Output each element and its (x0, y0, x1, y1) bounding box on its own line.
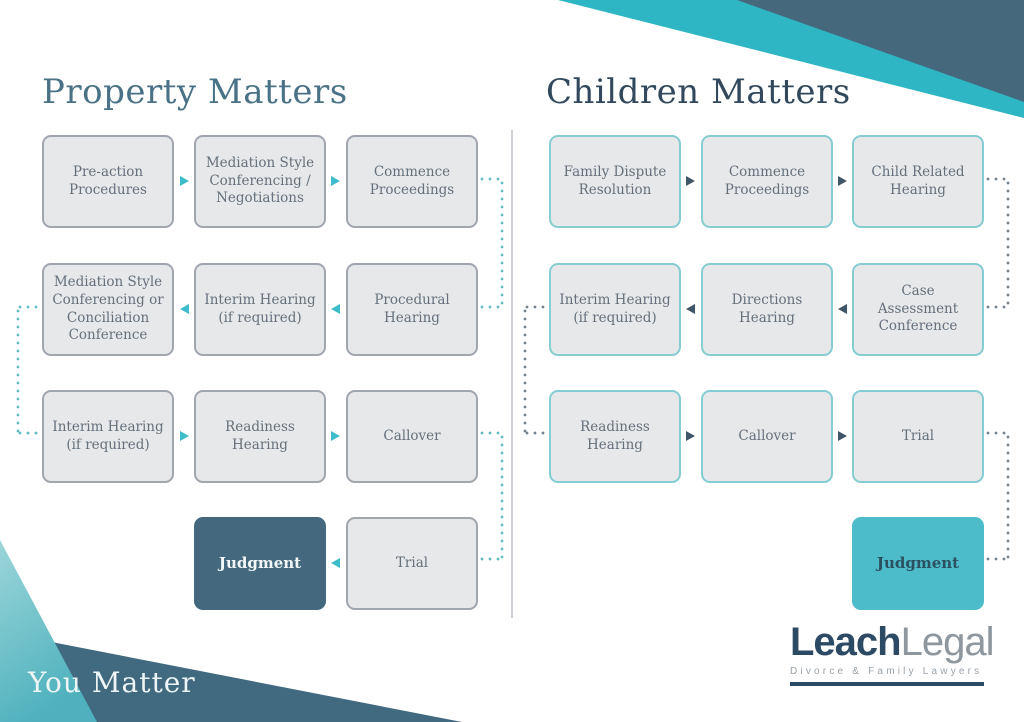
arrow-left-icon (686, 304, 695, 314)
logo-subtitle: Divorce & Family Lawyers (790, 666, 983, 677)
flow-box-directions-hearing: Directions Hearing (701, 263, 833, 356)
flow-box-trial-children: Trial (852, 390, 984, 483)
dotted-connector (16, 307, 20, 433)
arrow-right-icon (838, 431, 847, 441)
flow-box-judgment-property: Judgment (194, 517, 326, 610)
arrow-left-icon (180, 304, 189, 314)
arrow-right-icon (686, 176, 695, 186)
dotted-connector (478, 557, 504, 561)
dotted-connector (984, 431, 1010, 435)
logo-wordmark: LeachLegal (790, 620, 994, 664)
top-right-slate-triangle (737, 0, 1024, 102)
flow-box-pre-action-procedures: Pre-action Procedures (42, 135, 174, 228)
dotted-connector (1006, 433, 1010, 559)
flow-box-mediation-negotiations: Mediation Style Conferencing / Negotiati… (194, 135, 326, 228)
dotted-connector (1006, 179, 1010, 307)
arrow-right-icon (686, 431, 695, 441)
flow-box-commence-proceedings-property: Commence Proceedings (346, 135, 478, 228)
flow-box-commence-proceedings-children: Commence Proceedings (701, 135, 833, 228)
logo-underline (790, 682, 984, 686)
flow-box-child-related-hearing: Child Related Hearing (852, 135, 984, 228)
flow-box-callover-children: Callover (701, 390, 833, 483)
arrow-left-icon (331, 304, 340, 314)
dotted-connector (16, 431, 42, 435)
flow-box-family-dispute-resolution: Family Dispute Resolution (549, 135, 681, 228)
flow-box-mediation-conciliation-conference: Mediation Style Conferencing or Concilia… (42, 263, 174, 356)
dotted-connector (16, 305, 42, 309)
bottom-left-teal-triangle (0, 540, 97, 722)
flow-box-readiness-hearing-children: Readiness Hearing (549, 390, 681, 483)
arrow-right-icon (838, 176, 847, 186)
dotted-connector (984, 305, 1010, 309)
flow-box-interim-hearing-property-2: Interim Hearing (if required) (42, 390, 174, 483)
dotted-connector (478, 305, 504, 309)
dotted-connector (478, 177, 504, 181)
flow-box-trial-property: Trial (346, 517, 478, 610)
arrow-right-icon (331, 431, 340, 441)
arrow-right-icon (180, 431, 189, 441)
dotted-connector (523, 305, 549, 309)
flow-box-readiness-hearing-property: Readiness Hearing (194, 390, 326, 483)
dotted-connector (500, 179, 504, 307)
dotted-connector (523, 307, 527, 433)
flow-box-case-assessment-conference: Case Assessment Conference (852, 263, 984, 356)
dotted-connector (984, 557, 1010, 561)
flow-box-judgment-children: Judgment (852, 517, 984, 610)
flow-box-procedural-hearing: Procedural Hearing (346, 263, 478, 356)
flow-box-interim-hearing-children: Interim Hearing (if required) (549, 263, 681, 356)
dotted-connector (478, 431, 504, 435)
section-divider (511, 130, 513, 618)
flow-box-interim-hearing-property-1: Interim Hearing (if required) (194, 263, 326, 356)
children-section-title: Children Matters (546, 72, 851, 112)
you-matter-tagline: You Matter (28, 666, 196, 699)
arrow-right-icon (331, 176, 340, 186)
arrow-right-icon (180, 176, 189, 186)
flow-box-callover-property: Callover (346, 390, 478, 483)
leach-legal-logo: LeachLegal Divorce & Family Lawyers (790, 620, 994, 686)
logo-secondary-text: Legal (900, 620, 995, 664)
dotted-connector (984, 177, 1010, 181)
dotted-connector (523, 431, 549, 435)
arrow-left-icon (331, 558, 340, 568)
arrow-left-icon (838, 304, 847, 314)
dotted-connector (500, 433, 504, 559)
bottom-left-slate-triangle (0, 632, 462, 722)
logo-primary-text: Leach (790, 620, 902, 664)
property-section-title: Property Matters (42, 72, 348, 112)
